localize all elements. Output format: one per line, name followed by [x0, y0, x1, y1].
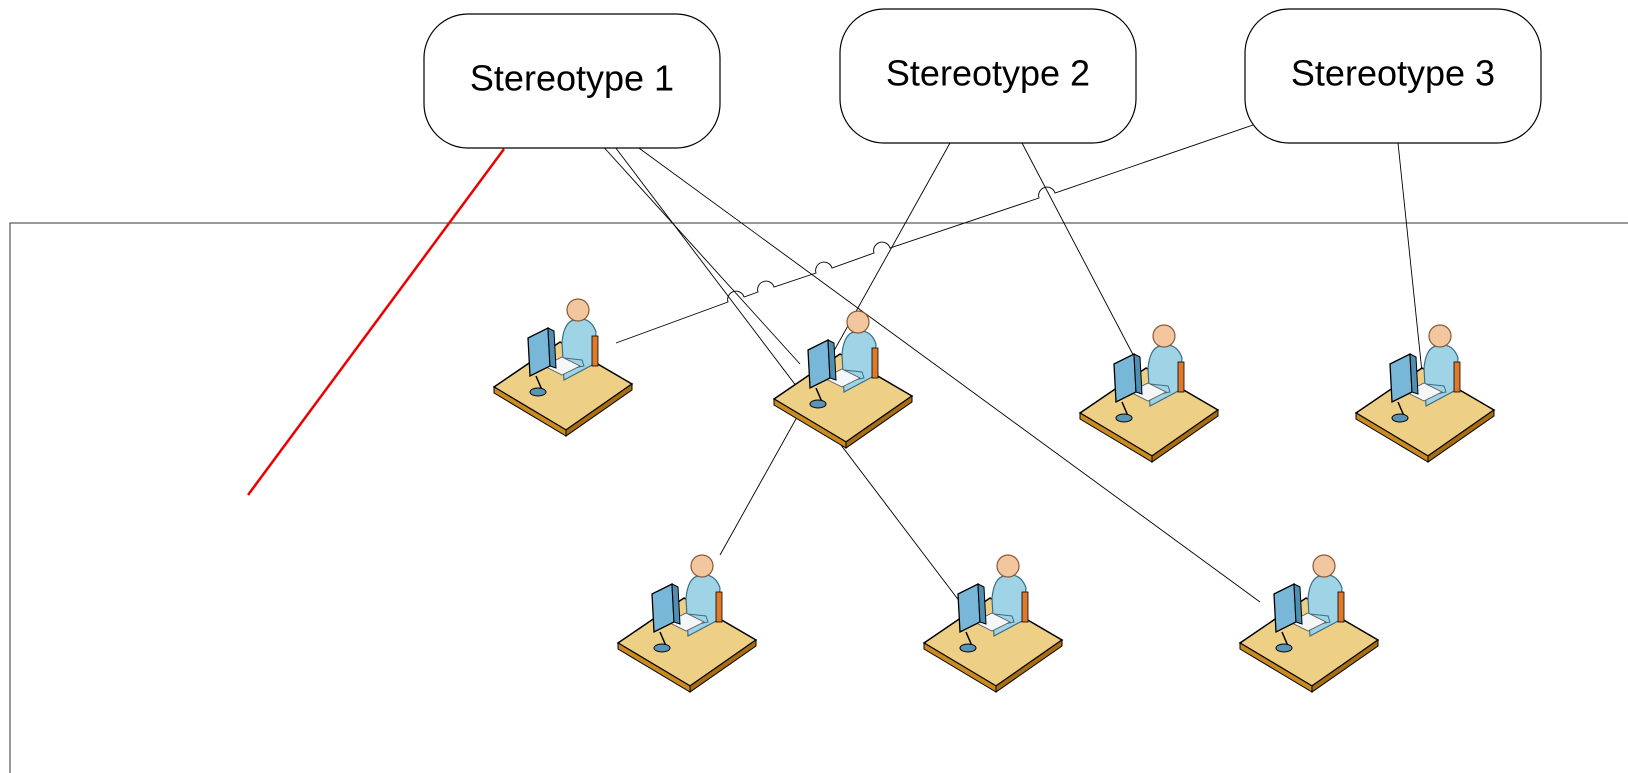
connector-s2-ws5: [719, 142, 951, 556]
workstation-user-icon[interactable]: [617, 554, 757, 693]
connector-s1-ws6: [611, 142, 961, 603]
system-boundary: [9, 222, 1628, 773]
stereotype-node-2[interactable]: Stereotype 2: [839, 8, 1137, 144]
connector-lines: [599, 124, 1423, 603]
stereotype-label: Stereotype 3: [1291, 53, 1495, 94]
connector-s3-ws4: [1397, 142, 1423, 373]
connector-s1-ws7: [631, 142, 1261, 603]
workstation-user-icon[interactable]: [493, 298, 633, 437]
connector-s1-ws2: [599, 142, 801, 365]
workstation-user-icon[interactable]: [923, 554, 1063, 693]
connector-s2-ws3: [1021, 142, 1141, 369]
highlight-line: [246, 148, 506, 496]
stereotype-node-1[interactable]: Stereotype 1: [423, 13, 721, 149]
connector-s3-ws1: [615, 124, 1254, 344]
stereotype-node-3[interactable]: Stereotype 3: [1244, 8, 1542, 144]
workstation-user-icon[interactable]: [1079, 324, 1219, 463]
stereotype-label: Stereotype 2: [886, 53, 1090, 94]
workstation-user-icon[interactable]: [1355, 324, 1495, 463]
workstation-user-icon[interactable]: [773, 310, 913, 449]
workstation-user-icon[interactable]: [1239, 554, 1379, 693]
stereotype-label: Stereotype 1: [470, 58, 674, 99]
